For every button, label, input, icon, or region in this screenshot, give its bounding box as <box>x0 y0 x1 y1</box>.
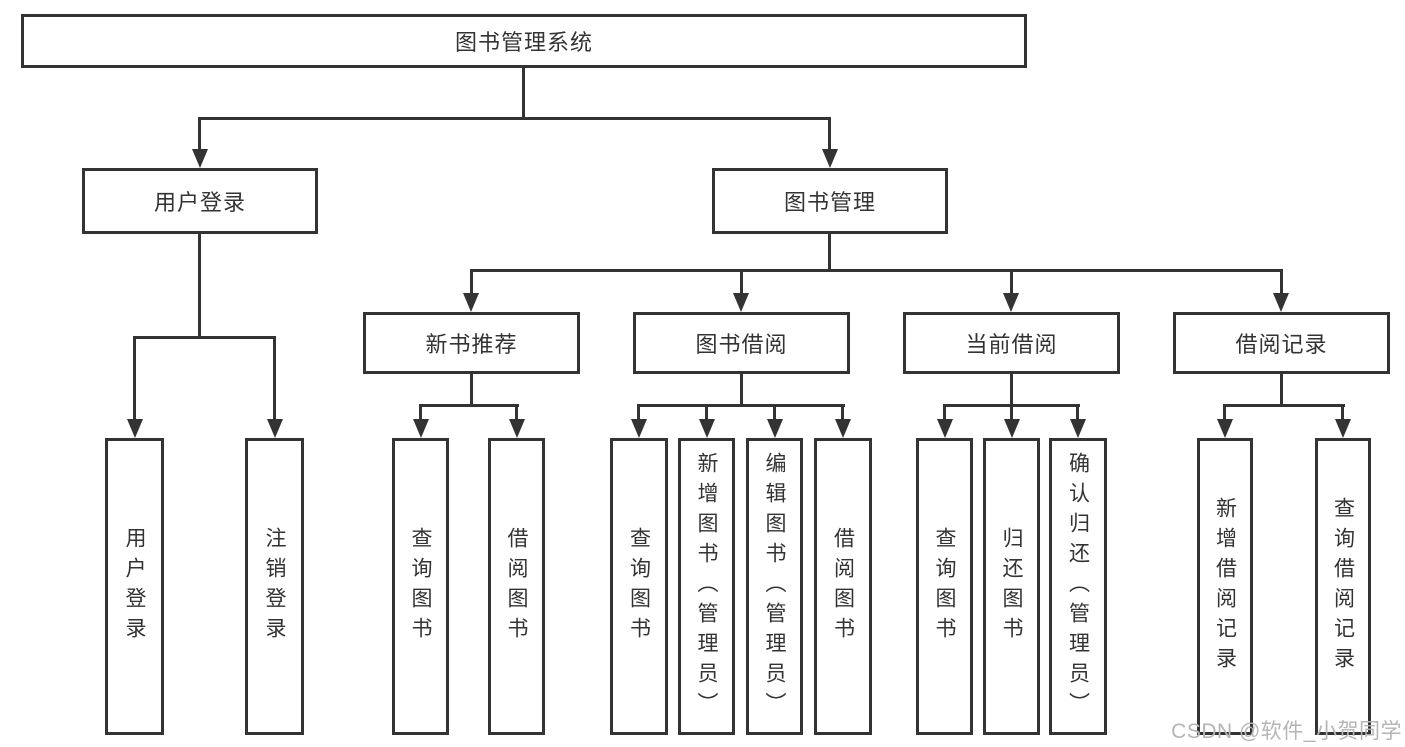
node-label: 用户登录 <box>153 190 246 215</box>
connector-line <box>515 404 518 421</box>
node-label: 查询图书 <box>933 526 956 647</box>
node-label: 图书管理 <box>783 190 876 215</box>
connector-line <box>419 404 519 407</box>
connector-line <box>419 404 422 421</box>
arrow-down-icon <box>699 419 715 438</box>
connector-line <box>470 269 1283 272</box>
connector-line <box>740 374 743 407</box>
node-label: 归还图书 <box>1000 526 1023 647</box>
node-return-books: 归还图书 <box>983 438 1040 735</box>
arrow-down-icon <box>1004 419 1020 438</box>
arrow-down-icon <box>733 293 749 312</box>
arrow-down-icon <box>835 419 851 438</box>
arrow-down-icon <box>1070 419 1086 438</box>
connector-line <box>773 404 776 421</box>
node-label: 查询图书 <box>409 526 432 647</box>
connector-line <box>828 234 831 272</box>
connector-line <box>841 404 844 421</box>
node-label: 借阅图书 <box>831 526 855 647</box>
connector-line <box>740 269 743 296</box>
arrow-down-icon <box>463 293 479 312</box>
node-add-borrow-record: 新增借阅记录 <box>1197 438 1253 735</box>
node-label: 图书借阅 <box>695 332 788 357</box>
connector-line <box>198 117 201 153</box>
node-borrow-books: 借阅图书 <box>814 438 872 735</box>
connector-line <box>1224 404 1345 407</box>
connector-line <box>828 117 831 153</box>
node-label: 新增图书（管理员） <box>695 451 718 722</box>
node-label: 用户登录 <box>123 526 146 647</box>
arrow-down-icon <box>1217 419 1233 438</box>
node-label: 查询图书 <box>627 526 651 647</box>
connector-line <box>1010 404 1013 421</box>
arrow-down-icon <box>127 419 143 438</box>
connector-line <box>637 404 845 407</box>
connector-line <box>522 68 525 118</box>
node-label: 新书推荐 <box>425 332 518 357</box>
node-query-books-recommend: 查询图书 <box>392 438 449 735</box>
connector-line <box>1280 374 1283 407</box>
node-new-book-recommend: 新书推荐 <box>363 312 580 374</box>
connector-line <box>198 234 201 338</box>
connector-line <box>705 404 708 421</box>
node-label: 查询借阅记录 <box>1331 496 1355 677</box>
node-query-books-current: 查询图书 <box>916 438 973 735</box>
node-label: 新增借阅记录 <box>1213 496 1237 677</box>
connector-line <box>470 374 473 407</box>
node-label: 当前借阅 <box>965 332 1058 357</box>
arrow-down-icon <box>413 419 429 438</box>
node-library-management-system: 图书管理系统 <box>21 14 1027 68</box>
node-label: 确认归还（管理员） <box>1066 451 1090 722</box>
connector-line <box>198 117 831 120</box>
node-label: 注销登录 <box>263 526 286 647</box>
connector-line <box>1076 404 1079 421</box>
connector-line <box>133 336 136 421</box>
node-add-books-admin: 新增图书（管理员） <box>678 438 735 735</box>
arrow-down-icon <box>192 149 208 168</box>
connector-line <box>1010 269 1013 296</box>
connector-line <box>943 404 946 421</box>
arrow-down-icon <box>631 419 647 438</box>
node-user-login: 用户登录 <box>82 168 318 234</box>
node-current-borrow: 当前借阅 <box>903 312 1120 374</box>
connector-line <box>273 336 276 421</box>
arrow-down-icon <box>1273 293 1289 312</box>
node-borrow-records: 借阅记录 <box>1173 312 1390 374</box>
node-borrow-books-recommend: 借阅图书 <box>488 438 545 735</box>
node-confirm-return-admin: 确认归还（管理员） <box>1049 438 1107 735</box>
connector-line <box>1223 404 1226 421</box>
arrow-down-icon <box>822 149 838 168</box>
arrow-down-icon <box>509 419 525 438</box>
connector-line <box>1280 269 1283 296</box>
node-label: 借阅图书 <box>505 526 528 647</box>
node-book-borrow: 图书借阅 <box>633 312 850 374</box>
arrow-down-icon <box>937 419 953 438</box>
arrow-down-icon <box>267 419 283 438</box>
connector-line <box>637 404 640 421</box>
node-query-books-borrow: 查询图书 <box>610 438 668 735</box>
csdn-watermark: CSDN @软件_小贺同学 <box>1171 720 1402 743</box>
node-query-borrow-record: 查询借阅记录 <box>1315 438 1371 735</box>
node-book-management: 图书管理 <box>712 168 948 234</box>
connector-line <box>133 336 276 339</box>
node-label: 借阅记录 <box>1235 332 1328 357</box>
connector-line <box>470 269 473 296</box>
arrow-down-icon <box>767 419 783 438</box>
connector-line <box>1010 374 1013 407</box>
arrow-down-icon <box>1003 293 1019 312</box>
node-logout: 注销登录 <box>245 438 304 735</box>
connector-line <box>1341 404 1344 421</box>
node-user-login-leaf: 用户登录 <box>105 438 164 735</box>
arrow-down-icon <box>1335 419 1351 438</box>
node-label: 编辑图书（管理员） <box>763 451 786 722</box>
node-label: 图书管理系统 <box>454 30 593 55</box>
node-edit-books-admin: 编辑图书（管理员） <box>746 438 803 735</box>
